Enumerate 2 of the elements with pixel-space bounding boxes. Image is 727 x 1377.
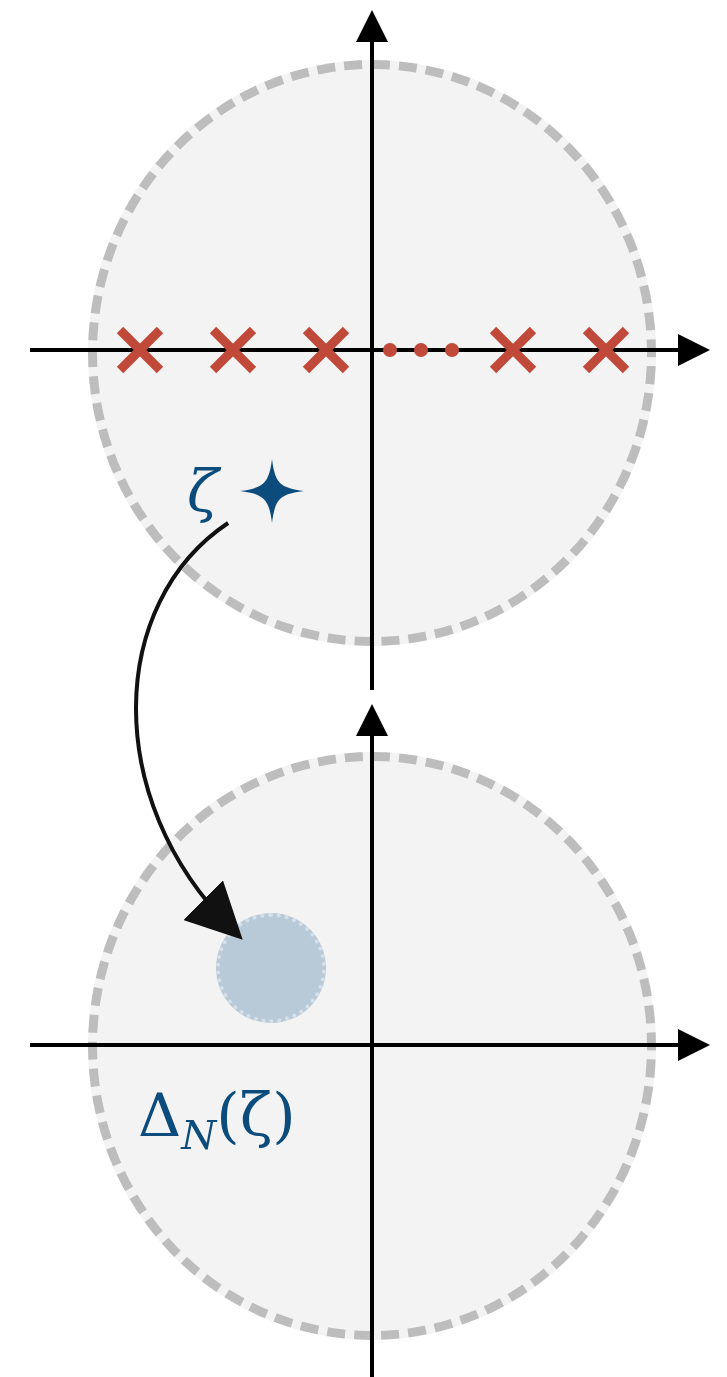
curved-arrow xyxy=(134,521,242,941)
function-label: Δ$_{N}$(ζ) xyxy=(138,1085,296,1155)
